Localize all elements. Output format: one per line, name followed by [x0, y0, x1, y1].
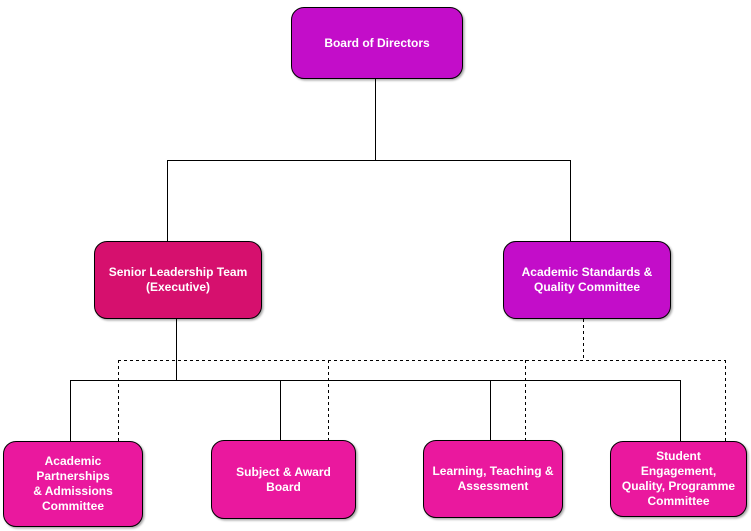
node-board-of-directors[interactable]: Board of Directors: [291, 7, 463, 79]
node-student-label: Student Engagement, Quality, Programme C…: [621, 449, 736, 508]
node-learning-teaching-assessment[interactable]: Learning, Teaching & Assessment: [423, 440, 563, 518]
node-academic-partnerships-admissions-committee[interactable]: Academic Partnerships & Admissions Commi…: [3, 441, 143, 527]
node-partnerships-label: Academic Partnerships & Admissions Commi…: [33, 454, 113, 513]
node-board-label: Board of Directors: [324, 35, 430, 50]
node-subject-award-label: Subject & Award Board: [236, 464, 331, 494]
dashed-connectors: [118, 319, 726, 441]
node-subject-award-board[interactable]: Subject & Award Board: [211, 440, 356, 519]
node-learning-label: Learning, Teaching & Assessment: [432, 464, 554, 493]
node-senior-leadership-team[interactable]: Senior Leadership Team (Executive): [94, 241, 262, 319]
solid-connectors: [70, 79, 681, 441]
node-academic-standards-quality-committee[interactable]: Academic Standards & Quality Committee: [503, 241, 671, 319]
node-asqc-label: Academic Standards & Quality Committee: [521, 265, 653, 294]
node-slt-label: Senior Leadership Team (Executive): [108, 265, 248, 294]
node-student-engagement-quality-programme-committee[interactable]: Student Engagement, Quality, Programme C…: [610, 441, 747, 517]
